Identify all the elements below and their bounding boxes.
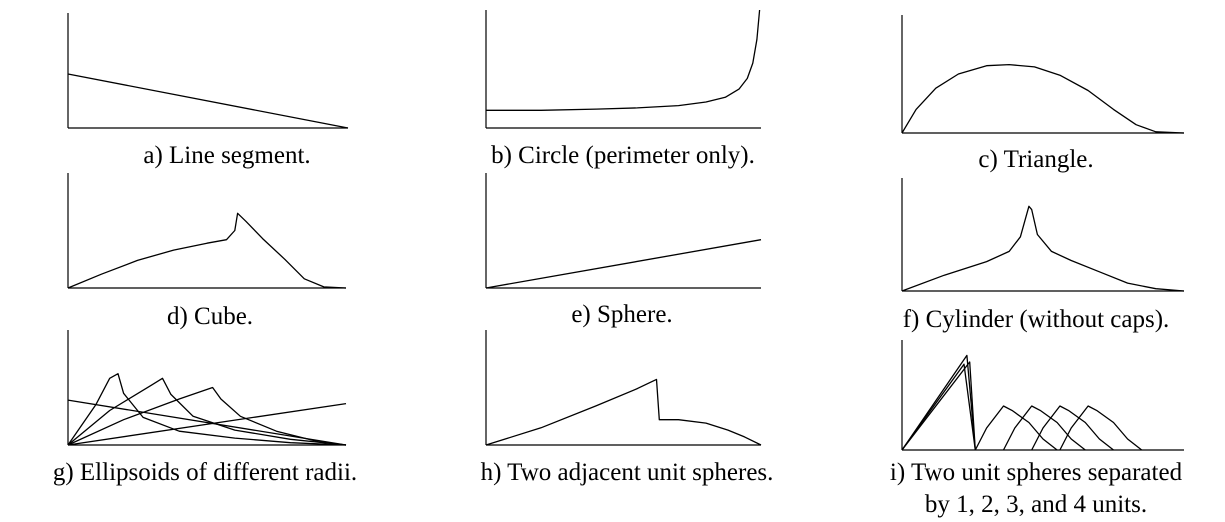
- panel-i: i) Two unit spheres separated by 1, 2, 3,…: [890, 340, 1184, 518]
- series-line-i-2: [901, 363, 976, 451]
- panel-d: d) Cube.: [67, 173, 347, 330]
- series-line-b-0: [486, 9, 761, 111]
- series-line-g-1: [67, 402, 347, 446]
- series-line-i-4: [1002, 405, 1086, 451]
- panel-c: c) Triangle.: [901, 15, 1185, 173]
- caption-a: a) Line segment.: [143, 142, 310, 169]
- series-line-i-1: [901, 361, 976, 451]
- panel-a: a) Line segment.: [67, 13, 349, 169]
- panel-g: g) Ellipsoids of different radii.: [53, 330, 357, 486]
- series-line-g-3: [67, 377, 347, 446]
- series-line-e-0: [485, 239, 762, 289]
- caption-i-1: by 1, 2, 3, and 4 units.: [925, 491, 1147, 518]
- series-line-i-5: [1031, 405, 1114, 451]
- series-line-d-0: [67, 212, 347, 289]
- series-line-h-0: [485, 378, 762, 446]
- series-line-a-0: [67, 73, 349, 129]
- panel-e: e) Sphere.: [485, 173, 762, 328]
- caption-f: f) Cylinder (without caps).: [903, 306, 1170, 333]
- series-line-i-0: [901, 354, 976, 451]
- series-line-g-2: [67, 373, 347, 446]
- panel-h: h) Two adjacent unit spheres.: [481, 330, 774, 486]
- caption-i-0: i) Two unit spheres separated: [890, 459, 1183, 486]
- caption-b: b) Circle (perimeter only).: [491, 142, 755, 169]
- series-line-i-3: [974, 405, 1058, 451]
- caption-d: d) Cube.: [167, 303, 253, 330]
- caption-c: c) Triangle.: [978, 146, 1093, 173]
- caption-e: e) Sphere.: [571, 301, 672, 328]
- caption-h: h) Two adjacent unit spheres.: [481, 459, 774, 486]
- series-line-i-6: [1059, 405, 1143, 451]
- series-line-g-4: [67, 386, 347, 446]
- panel-b: b) Circle (perimeter only).: [485, 9, 761, 169]
- series-line-f-0: [901, 205, 1185, 292]
- panel-f: f) Cylinder (without caps).: [901, 178, 1185, 333]
- caption-g: g) Ellipsoids of different radii.: [53, 459, 357, 486]
- series-line-c-0: [901, 63, 1185, 134]
